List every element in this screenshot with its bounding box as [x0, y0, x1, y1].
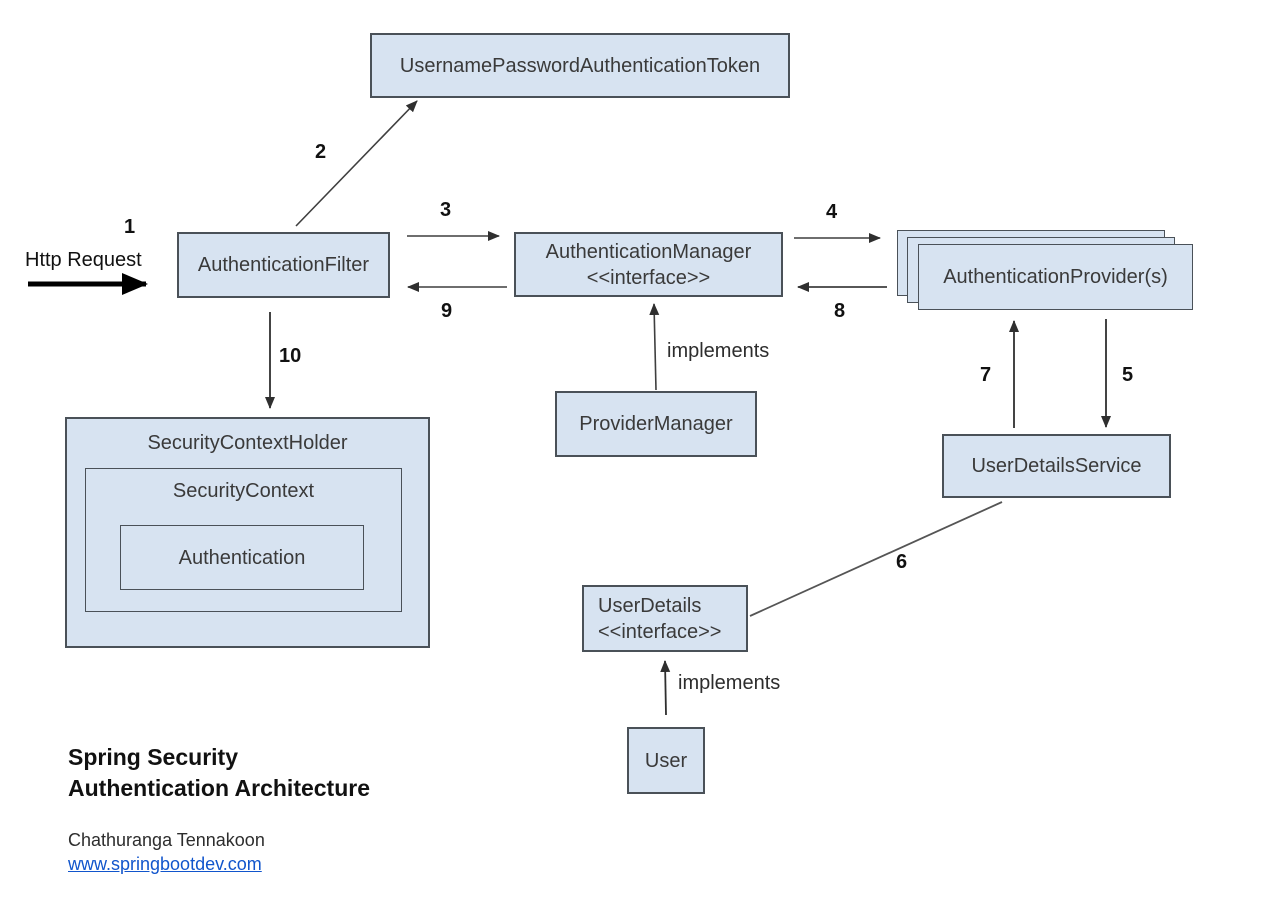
edge-label-step7: 7 [980, 364, 992, 386]
edge-step6-line [749, 501, 1003, 617]
node-label: AuthenticationProvider(s) [943, 266, 1168, 288]
node-authentication-providers: AuthenticationProvider(s) [918, 244, 1193, 310]
http-request-label: Http Request [25, 249, 142, 271]
implements-user-label: implements [678, 672, 781, 694]
node-stereotype: <<interface>> [598, 620, 722, 643]
node-label: SecurityContext [172, 480, 315, 502]
edge-label-step5: 5 [1122, 364, 1134, 386]
node-user-details: UserDetails <<interface>> [582, 585, 748, 652]
node-label: Authentication [178, 546, 306, 569]
node-stereotype: <<interface>> [586, 266, 711, 289]
node-authentication-filter: AuthenticationFilter [177, 232, 390, 298]
node-user-details-service: UserDetailsService [942, 434, 1171, 498]
node-authentication: Authentication [120, 525, 364, 590]
edge-label-step10: 10 [279, 345, 302, 367]
node-label: SecurityContextHolder [147, 432, 348, 454]
node-label: UserDetailsService [971, 455, 1142, 477]
edge-label-step3: 3 [440, 199, 452, 221]
edge-implements-user-arrow [660, 660, 671, 716]
edge-implements-manager-arrow [649, 303, 660, 391]
edge-label-step9: 9 [441, 300, 453, 322]
node-label: User [644, 749, 688, 772]
title-block: Spring Security Authentication Architect… [68, 742, 370, 876]
edge-label-step6: 6 [896, 551, 908, 573]
website-link[interactable]: www.springbootdev.com [68, 854, 262, 874]
node-user: User [627, 727, 705, 794]
node-label: ProviderManager [579, 413, 733, 435]
author-name: Chathuranga Tennakoon [68, 830, 265, 850]
diagram-title-line1: Spring Security [68, 744, 238, 770]
edge-label-step4: 4 [826, 201, 838, 223]
edge-label-step8: 8 [834, 300, 846, 322]
node-label: UserDetails [598, 594, 702, 617]
edge-label-step1: 1 [124, 216, 136, 238]
node-provider-manager: ProviderManager [555, 391, 757, 457]
implements-manager-label: implements [667, 340, 770, 362]
node-authentication-manager: AuthenticationManager <<interface>> [514, 232, 783, 297]
node-label: UsernamePasswordAuthenticationToken [399, 54, 761, 77]
diagram-title-line2: Authentication Architecture [68, 775, 371, 801]
node-username-password-authentication-token: UsernamePasswordAuthenticationToken [370, 33, 790, 98]
node-label: AuthenticationManager [545, 240, 752, 263]
edge-label-step2: 2 [315, 141, 327, 163]
node-label: AuthenticationFilter [197, 254, 370, 276]
